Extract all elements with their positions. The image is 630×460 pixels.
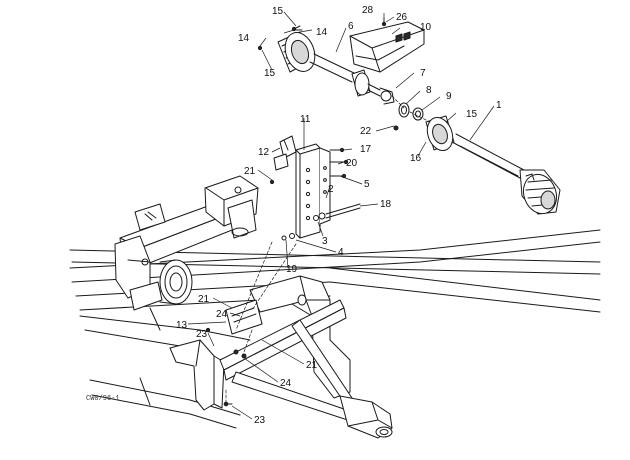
callout-18: 18 [380,199,392,210]
callout-12: 12 [258,147,270,158]
callout-11: 11 [300,114,311,125]
driveshaft-shield [349,21,425,73]
callout-13: 13 [176,320,188,331]
upright-bracket [269,135,361,241]
callout-3: 3 [322,236,328,247]
callout-15-left: 15 [264,68,276,79]
hitch-tongue [169,275,393,439]
callout-5: 5 [364,179,370,190]
callout-17: 17 [360,144,372,155]
callout-16: 16 [410,153,422,164]
callout-1: 1 [496,100,502,111]
callout-8: 8 [426,85,432,96]
assembly-phantom-lines [225,95,431,405]
callout-26: 26 [396,12,408,23]
callout-labels: 15 28 26 14 6 10 14 15 7 8 9 22 15 1 16 … [86,5,502,426]
callout-23-lower: 23 [254,415,266,426]
callout-2: 2 [328,184,334,195]
lower-driveshaft [425,115,561,215]
callout-21-middle: 21 [198,294,210,305]
figure-code: CW0/96-1 [86,395,120,403]
callout-24-upper: 24 [216,309,228,320]
callout-19: 19 [286,264,298,275]
callout-23-upper: 23 [196,329,208,340]
callout-28: 28 [362,5,374,16]
callout-21-upper: 21 [244,166,256,177]
callout-15-top: 15 [272,6,284,17]
callout-15-right: 15 [466,109,478,120]
callout-22: 22 [360,126,372,137]
callout-14-right: 14 [316,27,328,38]
washers-and-bolts [257,17,424,131]
upper-driveshaft [277,31,395,105]
main-frame-beams [69,229,601,429]
callout-20: 20 [346,158,358,169]
callout-21-lower: 21 [306,360,318,371]
callout-leaders [187,11,495,420]
callout-7: 7 [420,68,426,79]
callout-4: 4 [338,247,344,258]
callout-6: 6 [348,21,354,32]
gearbox-crossbeam [114,175,259,311]
callout-9: 9 [446,91,452,102]
callout-14-left: 14 [238,33,250,44]
callout-10: 10 [420,22,432,33]
callout-24-lower: 24 [280,378,292,389]
